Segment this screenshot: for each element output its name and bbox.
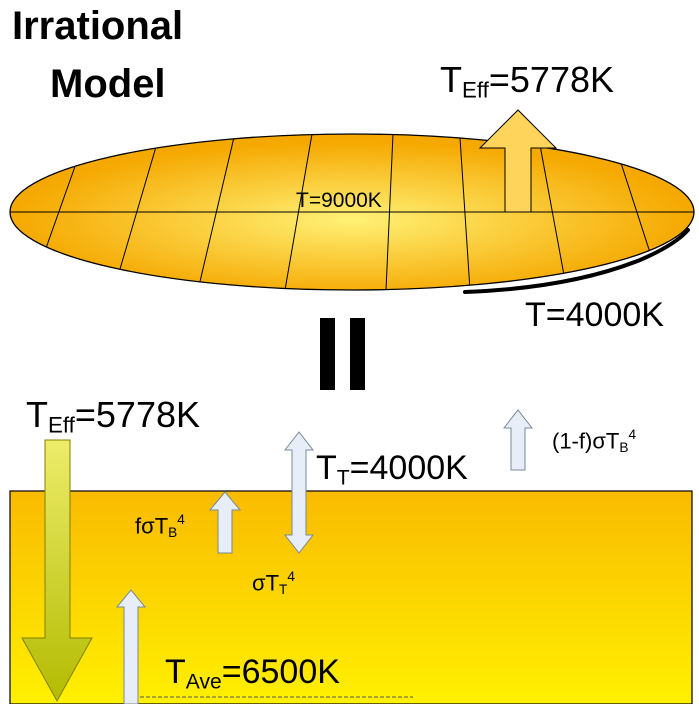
top-layer-temp-label: TT=4000K	[316, 449, 468, 490]
equals-sign	[320, 318, 365, 390]
exchange-double-arrow	[283, 431, 315, 554]
effective-temp-arrow	[478, 109, 558, 213]
escape-flux-label: (1-f)σTB4	[552, 427, 637, 455]
down-flux-label: σTT4	[252, 569, 295, 597]
incoming-flux-arrow	[21, 439, 93, 703]
escape-flux-arrow	[502, 409, 534, 471]
partial-flux-arrow	[208, 491, 242, 554]
cool-edge-arc	[463, 228, 690, 294]
bottom-effective-temp-label: TEff=5778K	[26, 394, 201, 438]
star-ellipse	[9, 133, 695, 294]
top-effective-temp-label: TEff=5778K	[440, 59, 615, 103]
core-temp-label: T=9000K	[296, 189, 382, 212]
average-temp-label: TAve=6500K	[165, 653, 340, 694]
title-line-1: Irrational	[12, 4, 184, 48]
bottom-up-arrow	[115, 589, 147, 704]
title-line-2: Model	[50, 62, 166, 106]
partial-up-flux-label: fσTB4	[135, 512, 185, 540]
ellipse-grid-lines	[10, 134, 694, 290]
atmosphere-slab	[9, 490, 693, 704]
edge-temp-label: T=4000K	[525, 296, 664, 334]
